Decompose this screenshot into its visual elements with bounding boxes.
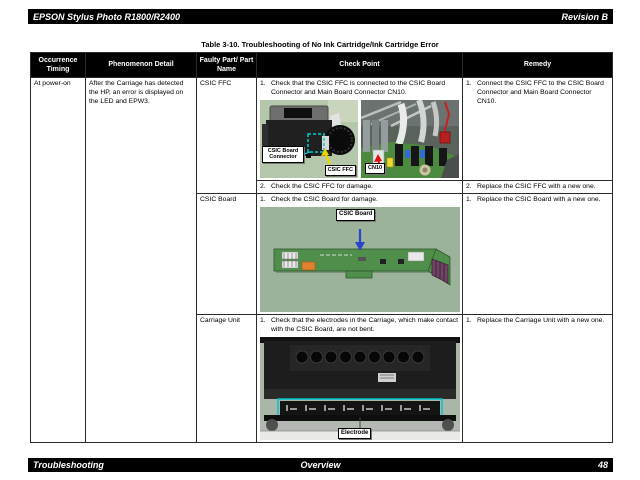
table-header-row: Occurrence Timing Phenomenon Detail Faul… <box>30 52 613 78</box>
callout-cn10: CN10 <box>365 163 386 174</box>
item-text: Check the CSIC Board for damage. <box>271 196 378 204</box>
item-text: Replace the Carriage Unit with a new one… <box>477 317 605 325</box>
column-header-remedy: Remedy <box>462 52 613 78</box>
callout-csic-board: CSIC Board <box>336 209 376 221</box>
remedy-item: 1. Replace the Carriage Unit with a new … <box>466 317 609 326</box>
remedy-item: 1. Connect the CSIC FFC to the CSIC Boar… <box>466 80 609 106</box>
table-row: Carriage Unit 1. Check that the electrod… <box>31 314 613 444</box>
check-point-photos: CSIC Board Connector CSIC FFC <box>260 99 459 178</box>
footer-section: Overview <box>300 460 341 470</box>
footer-chapter: Troubleshooting <box>33 460 104 470</box>
product-title: EPSON Stylus Photo R1800/R2400 <box>33 11 181 22</box>
check-point-cell-carriage-unit: 1. Check that the electrodes in the Carr… <box>256 314 463 444</box>
item-text: Replace the CSIC FFC with a new one. <box>477 182 596 190</box>
check-point-cell-csic-ffc-1: 1. Check that the CSIC FFC is connected … <box>256 77 463 181</box>
item-number: 1. <box>260 317 266 325</box>
photo-cn10-connector: CN10 <box>361 99 459 178</box>
table-row: At power-on After the Carriage has detec… <box>30 76 613 444</box>
revision-label: Revision B <box>561 11 608 22</box>
remedy-item: 1. Replace the CSIC Board with a new one… <box>466 196 609 205</box>
table-row: 2. Check the CSIC FFC for damage. 2. Rep… <box>31 179 613 195</box>
item-text: Check that the CSIC FFC is connected to … <box>271 80 446 96</box>
item-text: Replace the CSIC Board with a new one. <box>477 196 601 204</box>
faulty-part-cell-carriage-unit: Carriage Unit <box>196 314 257 444</box>
photo-carriage-electrode: Electrode <box>260 337 460 441</box>
item-number: 2. <box>260 182 266 190</box>
faulty-part-cell-csic-board: CSIC Board <box>196 193 257 316</box>
column-header-phenomenon-detail: Phenomenon Detail <box>85 52 197 78</box>
item-number: 1. <box>260 196 266 204</box>
remedy-cell-carriage-unit: 1. Replace the Carriage Unit with a new … <box>462 314 613 444</box>
item-text: Check the CSIC FFC for damage. <box>271 182 373 190</box>
remedy-cell-csic-board: 1. Replace the CSIC Board with a new one… <box>462 193 613 316</box>
faulty-part-cell-csic-ffc: CSIC FFC <box>196 76 257 195</box>
item-text: Check that the electrodes in the Carriag… <box>271 317 459 334</box>
remedy-item: 2. Replace the CSIC FFC with a new one. <box>466 183 609 192</box>
callout-csic-board-connector: CSIC Board Connector <box>262 145 304 163</box>
item-number: 1. <box>466 80 472 87</box>
item-number: 1. <box>466 196 472 204</box>
callout-csic-ffc: CSIC FFC <box>324 165 356 176</box>
carriage-electrode-photo <box>260 337 460 441</box>
footer-page-number: 48 <box>598 460 609 470</box>
table-title: Table 3-10. Troubleshooting of No Ink Ca… <box>201 40 439 49</box>
item-text: Connect the CSIC FFC to the CSIC Board C… <box>477 80 604 105</box>
check-point-item: 1. Check that the CSIC FFC is connected … <box>260 80 459 98</box>
item-number: 1. <box>466 317 472 325</box>
remedy-cell-csic-ffc-2: 2. Replace the CSIC FFC with a new one. <box>462 179 613 195</box>
column-header-check-point: Check Point <box>256 52 463 78</box>
csic-board-photo <box>260 207 460 313</box>
item-number: 1. <box>260 80 266 87</box>
page-footer-bar: Troubleshooting Overview 48 <box>28 458 613 472</box>
table-row: CSIC Board 1. Check the CSIC Board for d… <box>31 193 613 316</box>
column-header-occurrence-timing: Occurrence Timing <box>30 52 86 78</box>
check-point-item: 1. Check the CSIC Board for damage. <box>260 196 459 205</box>
callout-electrode: Electrode <box>338 427 372 440</box>
occurrence-timing-cell: At power-on <box>30 76 86 444</box>
column-header-faulty-part: Faulty Part/ Part Name <box>196 52 257 78</box>
check-point-item: 1. Check that the electrodes in the Carr… <box>260 317 459 335</box>
check-point-cell-csic-board: 1. Check the CSIC Board for damage. <box>256 193 463 316</box>
check-point-cell-csic-ffc-2: 2. Check the CSIC FFC for damage. <box>256 179 463 195</box>
remedy-cell-csic-ffc-1: 1. Connect the CSIC FFC to the CSIC Boar… <box>462 77 613 181</box>
photo-csic-ffc-connection: CSIC Board Connector CSIC FFC <box>260 99 358 178</box>
page-header-bar: EPSON Stylus Photo R1800/R2400 Revision … <box>28 9 613 24</box>
troubleshooting-table: Occurrence Timing Phenomenon Detail Faul… <box>30 52 613 444</box>
phenomenon-detail-cell: After the Carriage has detected the HP, … <box>85 76 197 444</box>
item-number: 2. <box>466 182 472 190</box>
check-point-item: 2. Check the CSIC FFC for damage. <box>260 183 459 192</box>
photo-csic-board: CSIC Board <box>260 207 460 313</box>
main-board-photo <box>361 99 459 178</box>
